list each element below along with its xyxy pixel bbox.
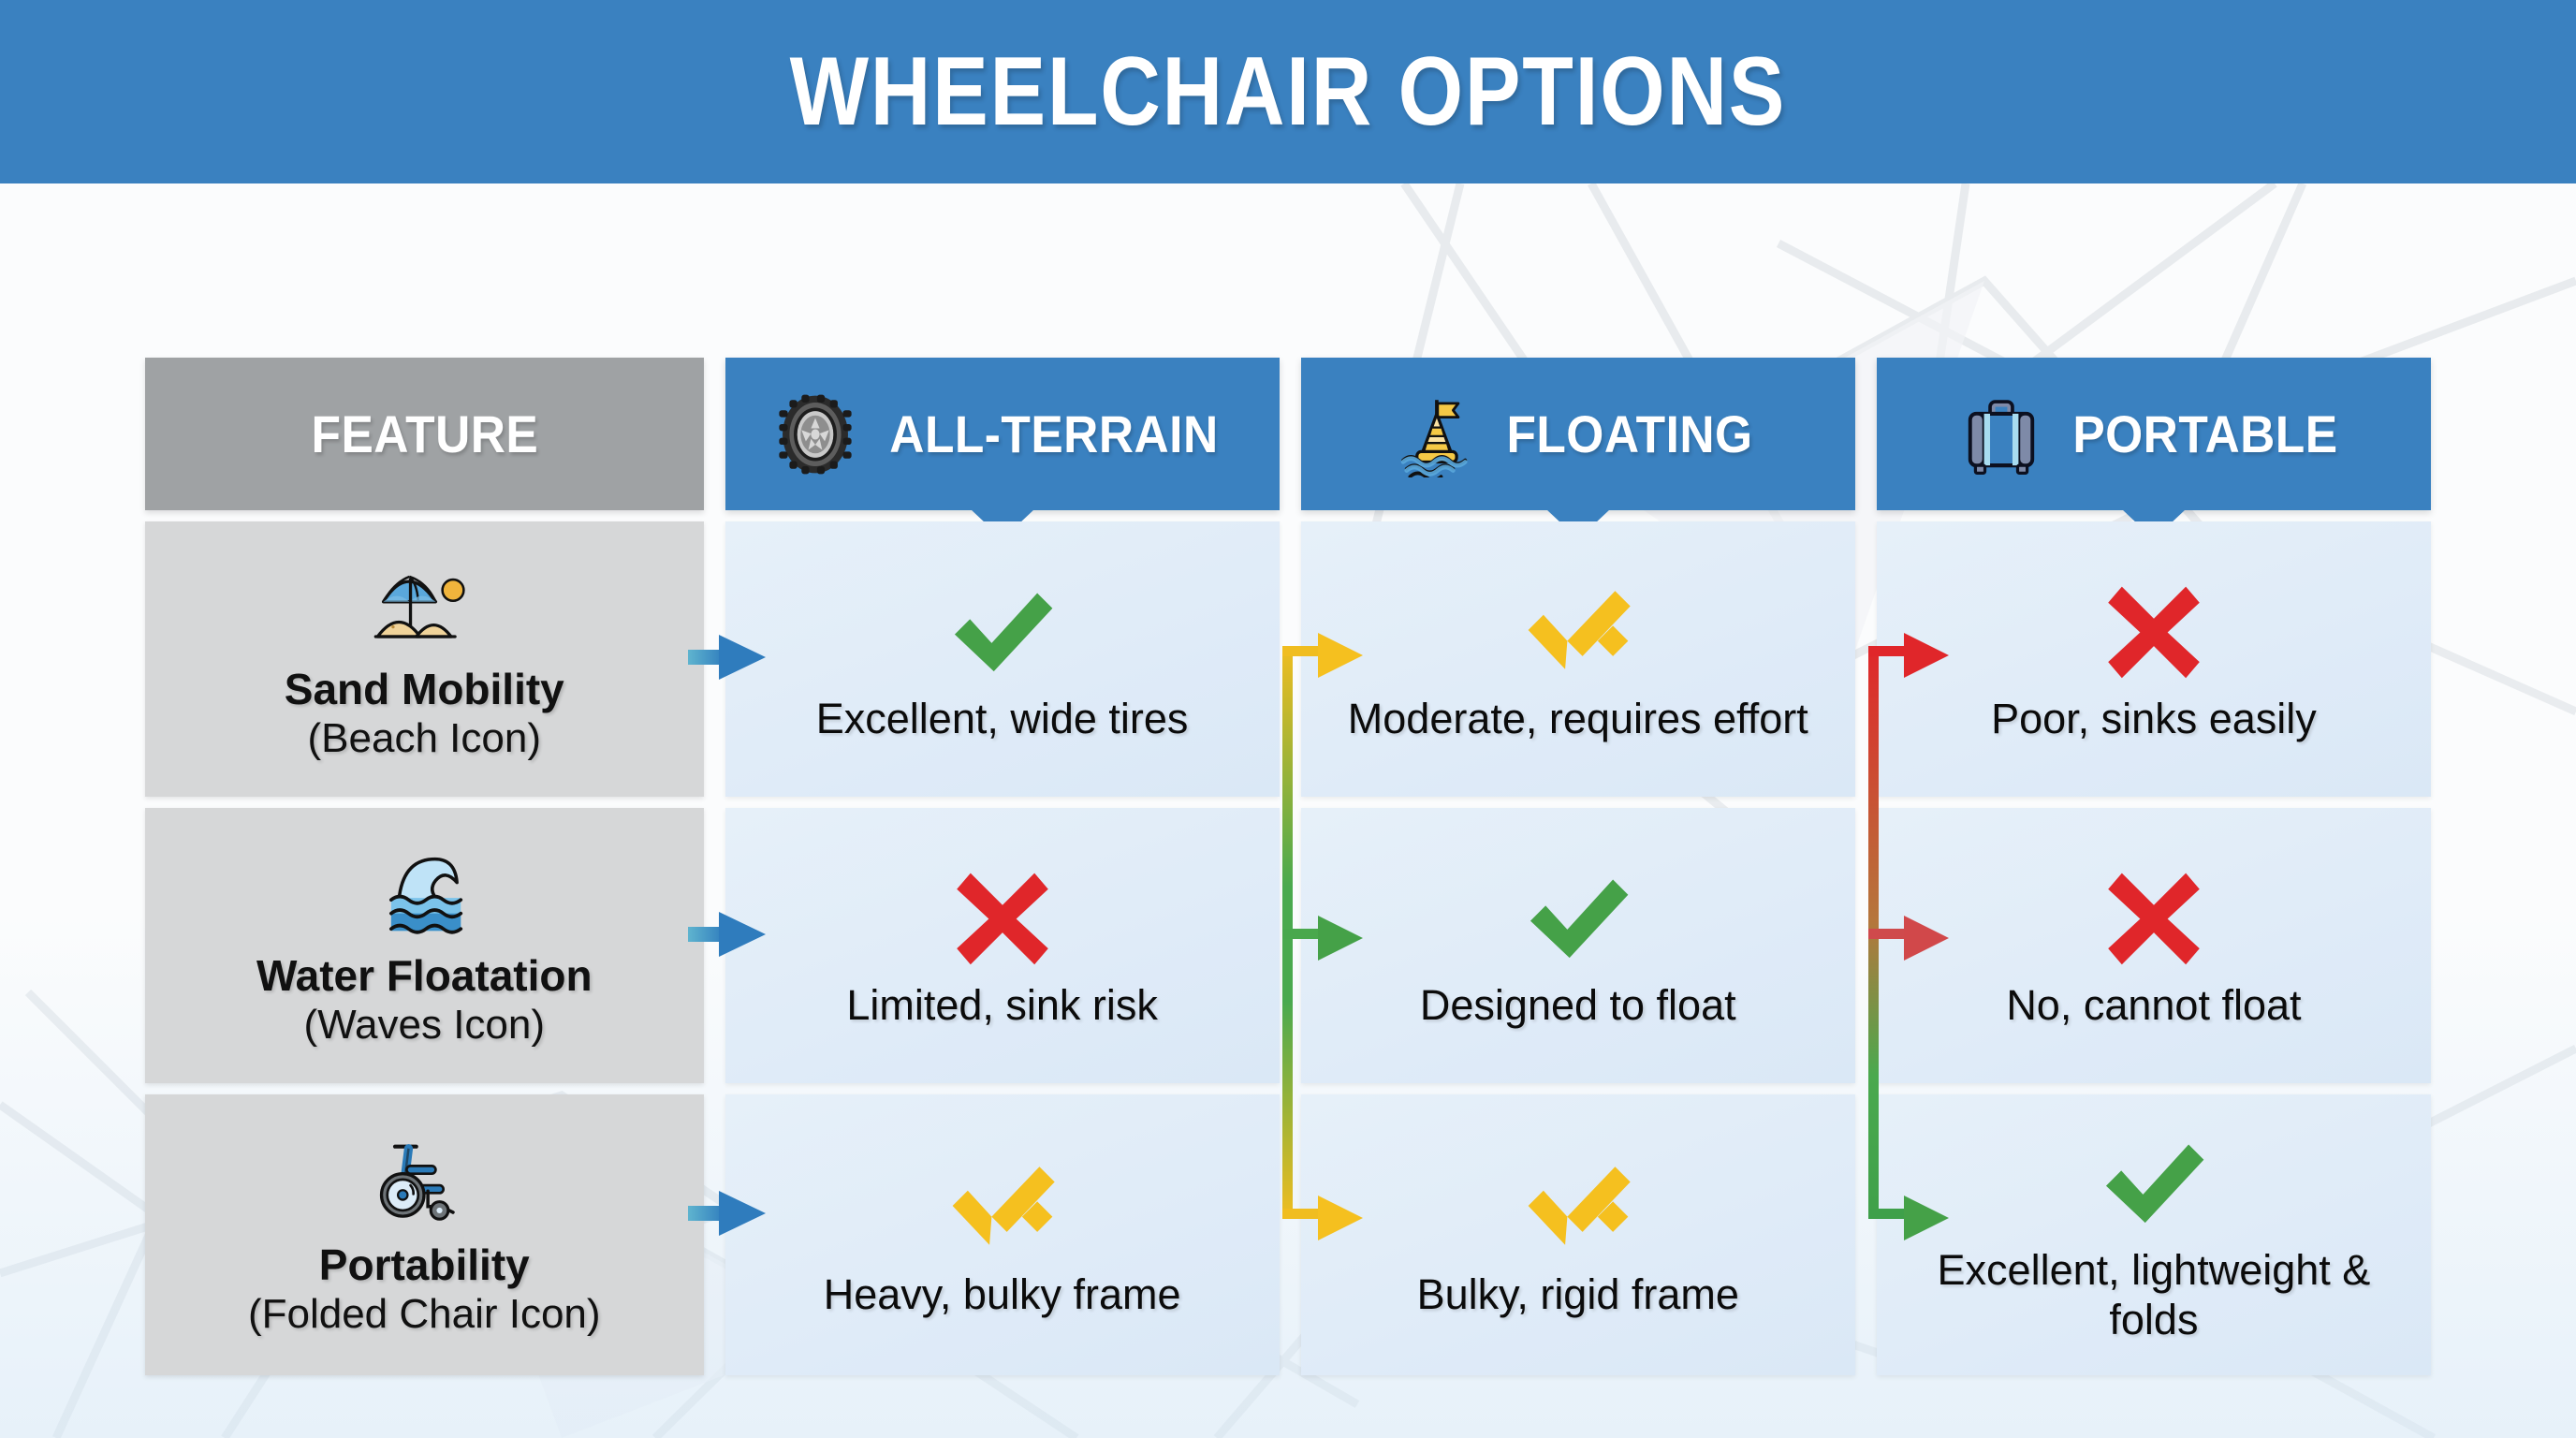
- cross-icon: [2097, 574, 2211, 686]
- partial-check-icon: [1513, 1150, 1644, 1262]
- partial-check-icon: [1513, 574, 1644, 686]
- wheelchair-icon: [362, 1131, 486, 1236]
- check-icon: [1513, 860, 1644, 973]
- cell-water-floatation-portable: No, cannot float: [1876, 808, 2431, 1083]
- cell-water-floatation-floating: Designed to float: [1300, 808, 1855, 1083]
- title-banner: WHEELCHAIR OPTIONS: [0, 0, 2576, 183]
- feature-sub: (Beach Icon): [307, 715, 541, 762]
- cell-portability-all-terrain: Heavy, bulky frame: [724, 1094, 1280, 1375]
- cell-portability-portable: Excellent, lightweight & folds: [1876, 1094, 2431, 1375]
- table-header-row: FEATURE: [145, 358, 2431, 510]
- cell-text: Heavy, bulky frame: [823, 1270, 1181, 1319]
- tire-icon: [772, 391, 858, 477]
- suitcase-icon: [1958, 391, 2044, 477]
- cell-portability-floating: Bulky, rigid frame: [1300, 1094, 1855, 1375]
- waves-icon: [362, 842, 486, 946]
- cell-sand-mobility-floating: Moderate, requires effort: [1300, 521, 1855, 797]
- feature-sub: (Waves Icon): [303, 1002, 546, 1049]
- column-header-floating-label: FLOATING: [1506, 404, 1753, 463]
- cell-text: No, cannot float: [2006, 981, 2302, 1030]
- cell-text: Designed to float: [1419, 981, 1736, 1030]
- check-icon: [2088, 1125, 2219, 1238]
- table-row-portability: Portability (Folded Chair Icon) Heavy, b…: [145, 1094, 2431, 1375]
- feature-name: Portability: [318, 1240, 530, 1289]
- feature-name: Water Floatation: [256, 950, 593, 1000]
- feature-cell-water-floatation: Water Floatation (Waves Icon): [145, 808, 704, 1083]
- feature-cell-portability: Portability (Folded Chair Icon): [145, 1094, 704, 1375]
- cell-text: Moderate, requires effort: [1347, 695, 1808, 743]
- cell-sand-mobility-portable: Poor, sinks easily: [1876, 521, 2431, 797]
- cell-water-floatation-all-terrain: Limited, sink risk: [724, 808, 1280, 1083]
- cell-text: Excellent, lightweight & folds: [1937, 1245, 2371, 1343]
- column-header-feature-label: FEATURE: [311, 404, 538, 463]
- cell-text: Poor, sinks easily: [1991, 695, 2317, 743]
- table-row-sand-mobility: Sand Mobility (Beach Icon) Excellent, wi…: [145, 521, 2431, 797]
- check-icon: [937, 574, 1068, 686]
- cross-icon: [2097, 860, 2211, 973]
- table-row-water-floatation: Water Floatation (Waves Icon) Limited, s…: [145, 808, 2431, 1083]
- feature-cell-sand-mobility: Sand Mobility (Beach Icon): [145, 521, 704, 797]
- partial-check-icon: [937, 1150, 1068, 1262]
- cell-text: Excellent, wide tires: [815, 695, 1189, 743]
- cell-sand-mobility-all-terrain: Excellent, wide tires: [724, 521, 1280, 797]
- column-header-portable-label: PORTABLE: [2072, 404, 2338, 463]
- comparison-table: FEATURE: [145, 358, 2431, 1375]
- feature-name: Sand Mobility: [284, 664, 564, 713]
- column-header-feature: FEATURE: [145, 358, 704, 510]
- column-header-floating[interactable]: FLOATING: [1300, 358, 1855, 510]
- cell-text: Limited, sink risk: [846, 981, 1158, 1030]
- cross-icon: [945, 860, 1060, 973]
- cell-text: Bulky, rigid frame: [1416, 1270, 1739, 1319]
- beach-icon: [362, 555, 486, 660]
- column-header-all-terrain-label: ALL-TERRAIN: [889, 404, 1219, 463]
- column-header-all-terrain[interactable]: ALL-TERRAIN: [724, 358, 1280, 510]
- column-header-portable[interactable]: PORTABLE: [1876, 358, 2431, 510]
- page-title: WHEELCHAIR OPTIONS: [789, 37, 1787, 146]
- feature-sub: (Folded Chair Icon): [247, 1291, 601, 1338]
- buoy-icon: [1393, 391, 1479, 477]
